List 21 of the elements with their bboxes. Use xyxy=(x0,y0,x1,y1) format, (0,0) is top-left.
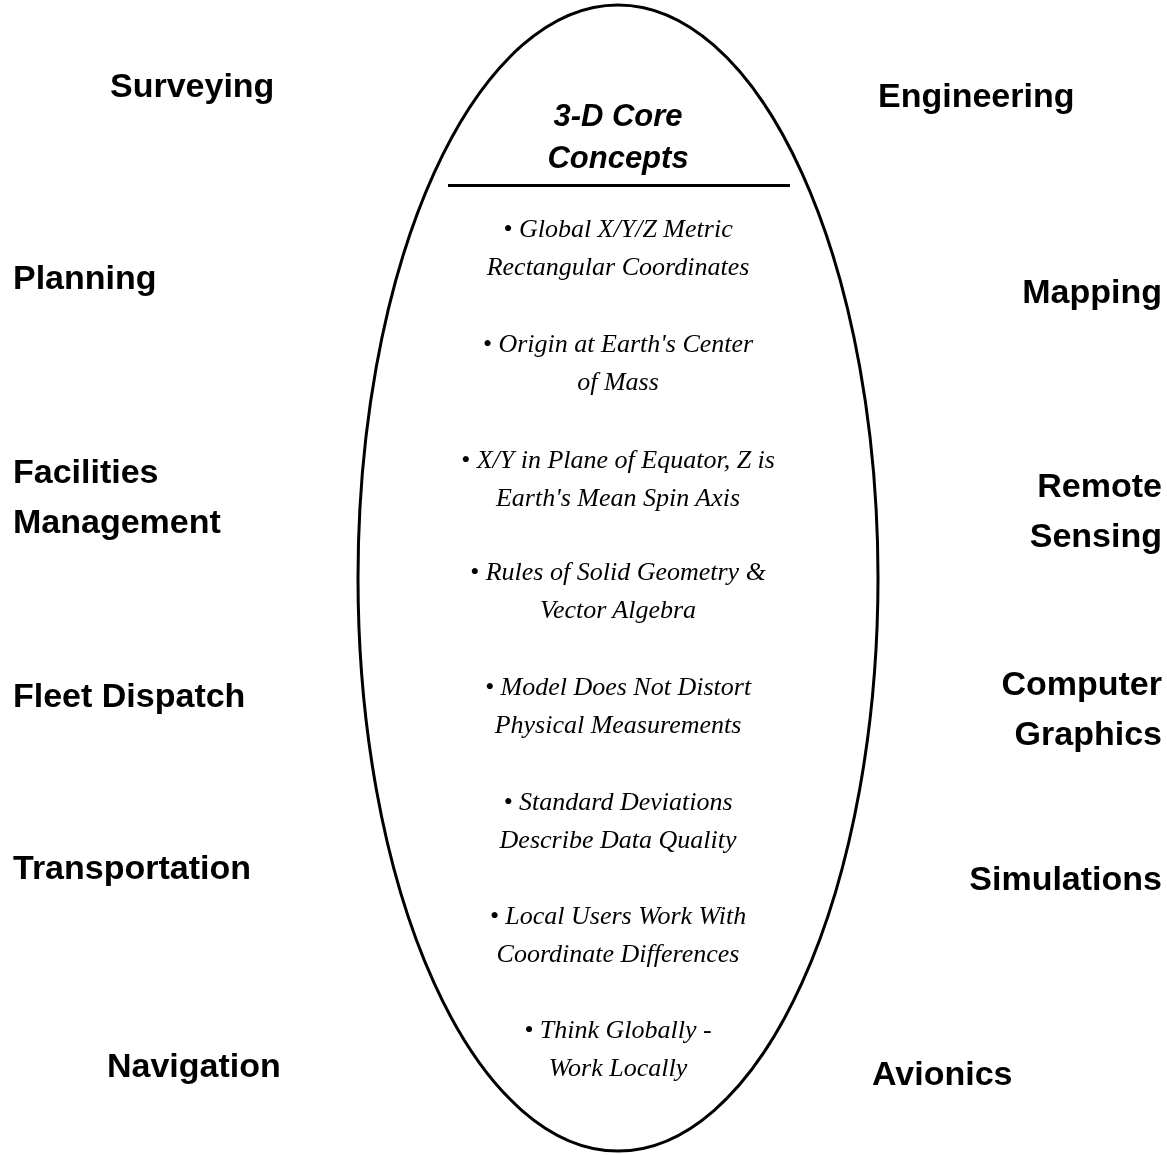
application-label: Avionics xyxy=(872,1053,1014,1094)
application-label: Facilities Management xyxy=(13,451,222,542)
application-label: Planning xyxy=(13,257,158,298)
bullet-text: • Origin at Earth's Center of Mass xyxy=(481,328,755,398)
application-label: Simulations xyxy=(968,858,1162,899)
bullet-text: • Model Does Not Distort Physical Measurements xyxy=(483,671,753,741)
application-label: Navigation xyxy=(107,1045,282,1086)
bullet-text: • Think Globally - Work Locally xyxy=(523,1014,713,1084)
bullet-text: • X/Y in Plane of Equator, Z is Earth's Mean Spin Axis xyxy=(460,444,776,514)
heading: 3-D Core Concepts xyxy=(546,97,690,177)
bullet-text: • Global X/Y/Z Metric Rectangular Coordinates xyxy=(485,213,751,283)
bullet-text: • Rules of Solid Geometry & Vector Algebra xyxy=(469,556,767,626)
application-label: Computer Graphics xyxy=(1000,663,1162,754)
application-label: Mapping xyxy=(1021,271,1162,312)
bullet-text: • Standard Deviations Describe Data Quality xyxy=(498,786,738,856)
application-label: Surveying xyxy=(110,65,276,106)
application-label: Fleet Dispatch xyxy=(13,675,247,716)
bullet-text: • Local Users Work With Coordinate Differences xyxy=(488,900,748,970)
application-label: Remote Sensing xyxy=(1028,465,1162,556)
application-label: Engineering xyxy=(878,75,1076,116)
application-label: Transportation xyxy=(13,847,253,888)
